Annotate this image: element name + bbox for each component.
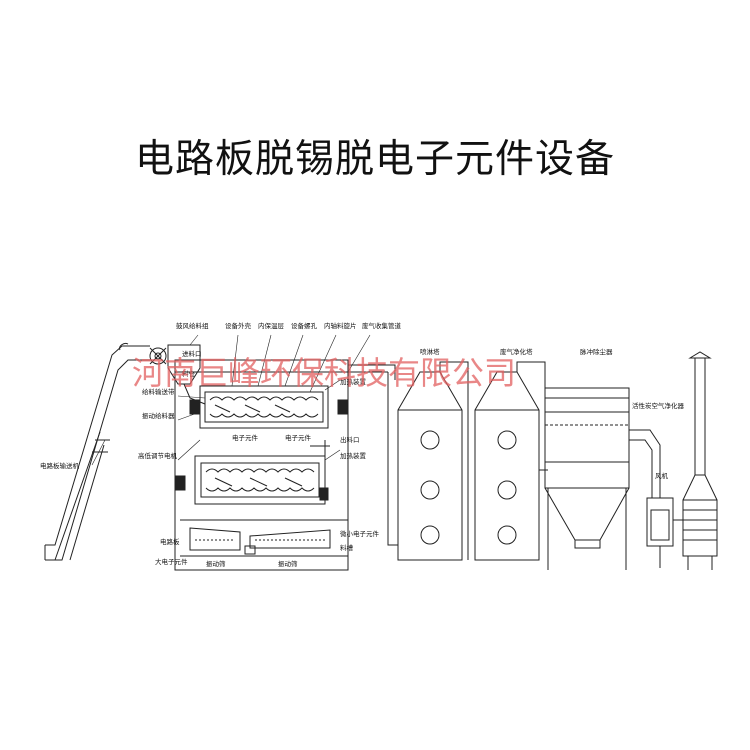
label-speed-motor: 高低调节电机 (138, 451, 178, 460)
label-inner-shaft: 内轴料旋片 (324, 321, 357, 330)
label-electronic-parts-b: 电子元件 (285, 433, 312, 442)
label-chute: 料槽 (340, 543, 354, 552)
label-big-component: 大电子元件 (155, 557, 188, 566)
label-inner-temp: 内保温层 (258, 321, 285, 330)
label-vibrate-screen-1: 振动筛 (206, 559, 226, 568)
label-fan: 风机 (655, 471, 669, 480)
fan (646, 497, 690, 568)
label-equipment-shell: 设备外壳 (225, 321, 252, 330)
upper-drum (189, 385, 349, 429)
leader-lines (91, 334, 371, 466)
label-activated-carbon: 活性炭空气净化器 (632, 401, 685, 410)
page-title: 电路板脱锡脱电子元件设备 (134, 137, 615, 182)
diagram-labels: 鼓风给料组 设备外壳 内保温层 设备螺孔 内轴料旋片 废气收集管道 进料口 料仓… (40, 321, 685, 568)
label-gas-purify-tower: 废气净化塔 (500, 347, 533, 356)
label-blower-feed: 鼓风给料组 (176, 321, 209, 330)
label-heating-gear: 加热装置 (340, 377, 367, 386)
label-conveyor-main: 电路板输送机 (40, 461, 80, 470)
label-hopper: 料仓 (182, 369, 196, 378)
pulse-dust-collector (544, 387, 661, 570)
label-vibrate-screen-2: 振动筛 (278, 559, 298, 568)
inclined-conveyor (44, 343, 150, 561)
vibrating-screens (180, 519, 348, 557)
label-exhaust-pipe: 废气收集管道 (362, 321, 402, 330)
label-feed-conveyor: 给料输送带 (142, 387, 175, 396)
label-spray-tower: 喷淋塔 (420, 347, 440, 356)
label-feed-port: 进料口 (182, 349, 202, 358)
label-outlet: 出料口 (340, 435, 360, 444)
label-pulse-collector: 脉冲除尘器 (580, 347, 613, 356)
lower-drum (174, 440, 330, 505)
spray-tower (397, 361, 469, 561)
gas-purify-tower (474, 361, 548, 561)
label-small-component: 微小电子元件 (340, 529, 380, 538)
watermark-text: 河南巨峰环保科技有限公司 (132, 354, 516, 392)
label-electronic-parts-a: 电子元件 (232, 433, 259, 442)
exhaust-duct (348, 364, 398, 546)
label-vibrating-feeder: 振动给料器 (142, 411, 175, 420)
label-equipment-screw: 设备螺孔 (291, 321, 318, 330)
activated-carbon-purifier (682, 351, 718, 570)
label-heating-device: 加热装置 (340, 451, 367, 460)
label-pcb-out: 电路板 (160, 537, 180, 546)
